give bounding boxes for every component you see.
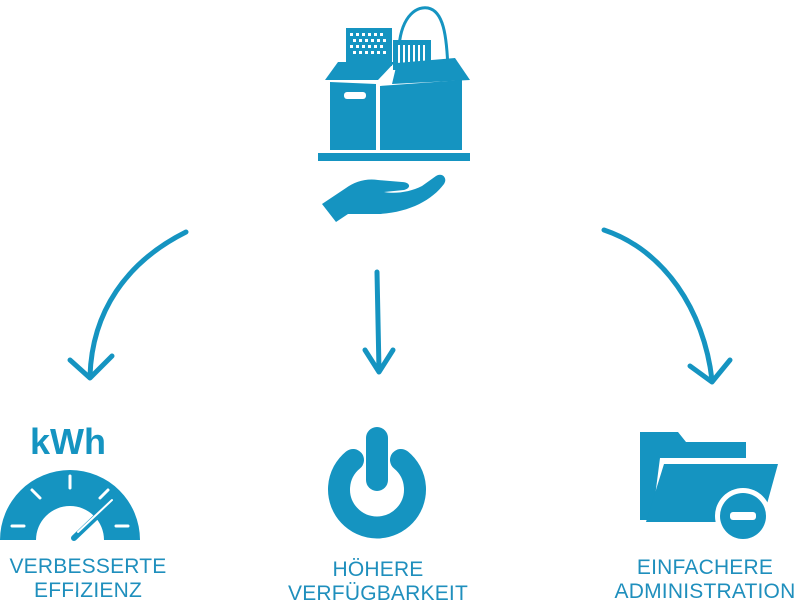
label-hoehere-verfuegbarkeit: HÖHERE VERFÜGBARKEIT [280, 558, 476, 606]
kwh-label: kWh [30, 421, 106, 462]
arrow-center [362, 269, 396, 375]
arrow-left [67, 229, 189, 381]
arrow-right [601, 227, 733, 385]
label-line-2: ADMINISTRATION [614, 580, 796, 603]
speedometer-kwh-icon: kWh [0, 421, 140, 541]
label-line-1: VERBESSERTE [9, 555, 167, 578]
power-icon [328, 427, 426, 539]
label-line-1: EINFACHERE [636, 556, 774, 579]
folder-minus-icon [640, 432, 778, 544]
label-einfachere-administration: EINFACHERE ADMINISTRATION [598, 556, 812, 604]
label-line-1: HÖHERE [332, 558, 424, 581]
label-line-2: EFFIZIENZ [34, 579, 142, 602]
hand-holding-box-icon [318, 6, 470, 222]
label-line-2: VERFÜGBARKEIT [288, 582, 468, 605]
label-verbesserte-effizienz: VERBESSERTE EFFIZIENZ [0, 555, 176, 603]
